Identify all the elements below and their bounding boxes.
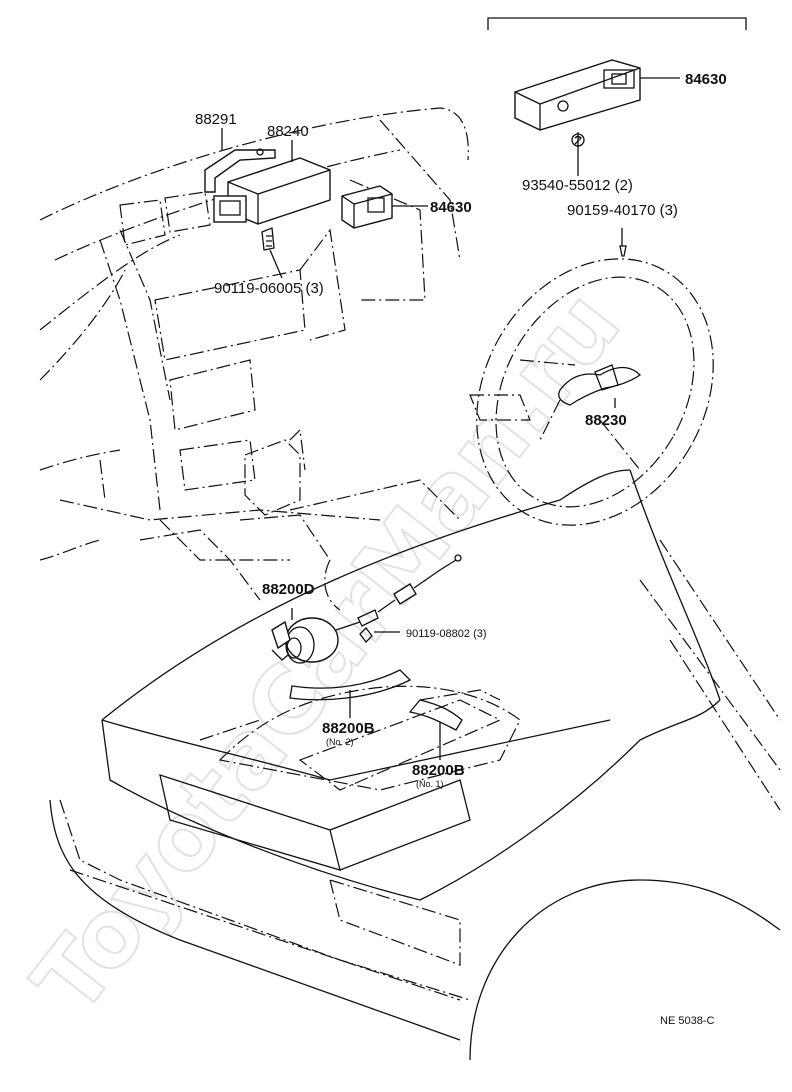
label-90159-40170: 90159-40170 (3) <box>567 202 678 219</box>
label-88230: 88230 <box>585 412 627 429</box>
label-84630-right: 84630 <box>685 71 727 88</box>
vacuum-hoses <box>289 669 463 760</box>
drawing-code: NE 5038-C <box>660 1015 714 1027</box>
actuator-assembly <box>271 554 462 664</box>
main-switch-left <box>341 185 393 229</box>
main-switch-right <box>514 59 680 176</box>
cruise-computer-assembly <box>204 148 331 251</box>
label-90119-06005: 90119-06005 (3) <box>214 280 324 297</box>
label-88240: 88240 <box>267 123 309 140</box>
dashboard-outline <box>39 107 469 601</box>
inset-bracket <box>487 17 747 30</box>
label-93540-55012: 93540-55012 (2) <box>522 177 633 194</box>
label-88200B-no1-sub: (No. 1) <box>416 779 444 789</box>
label-88200B-no2-sub: (No. 2) <box>326 737 354 747</box>
steering-wheel <box>469 228 714 526</box>
leader-lines-dash <box>221 128 428 279</box>
label-88200D: 88200D <box>262 581 315 598</box>
label-88291: 88291 <box>195 111 237 128</box>
hood-outline <box>49 469 781 1061</box>
label-88200B-no2: 88200B <box>322 720 375 737</box>
label-90119-08802: 90119-08802 (3) <box>406 628 487 640</box>
label-88200B-no1: 88200B <box>412 762 465 779</box>
label-84630-left: 84630 <box>430 199 472 216</box>
